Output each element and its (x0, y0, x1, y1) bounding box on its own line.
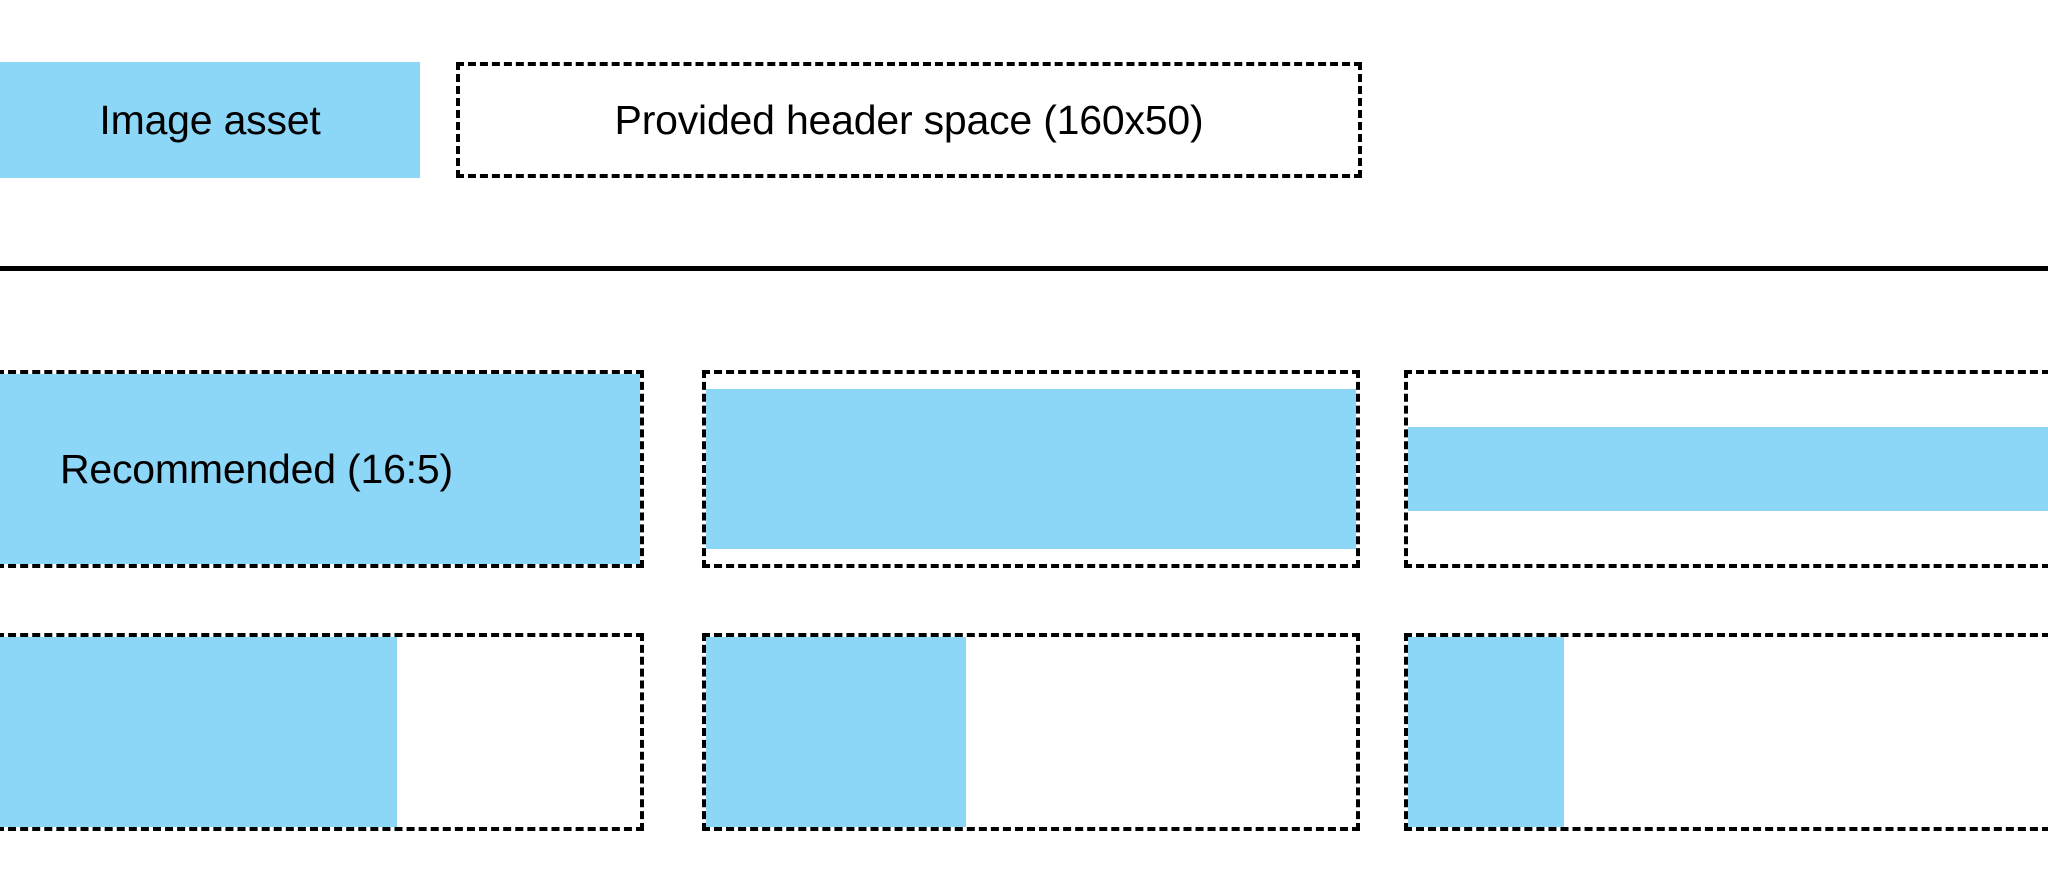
sample-row-letterbox: Recommended (16:5) (0, 370, 2048, 568)
asset-fill (706, 389, 1356, 549)
asset-fill (1408, 427, 2048, 511)
section-divider (0, 266, 2048, 271)
asset-fill (706, 637, 966, 827)
sample-row-pillarbox (0, 633, 2048, 831)
image-asset-label: Image asset (99, 96, 321, 143)
asset-fill (0, 374, 640, 564)
sample-box (702, 370, 1360, 568)
sample-box (1404, 633, 2048, 831)
sample-box (1404, 370, 2048, 568)
asset-fill (1408, 637, 1564, 827)
sample-box (702, 633, 1360, 831)
sample-box: Recommended (16:5) (0, 370, 644, 568)
provided-header-space-box: Provided header space (160x50) (456, 62, 1362, 178)
recommended-ratio-label: Recommended (16:5) (60, 445, 453, 492)
sample-box (0, 633, 644, 831)
provided-header-space-label: Provided header space (160x50) (614, 96, 1204, 143)
image-asset-swatch: Image asset (0, 62, 420, 178)
asset-fill (0, 637, 397, 827)
